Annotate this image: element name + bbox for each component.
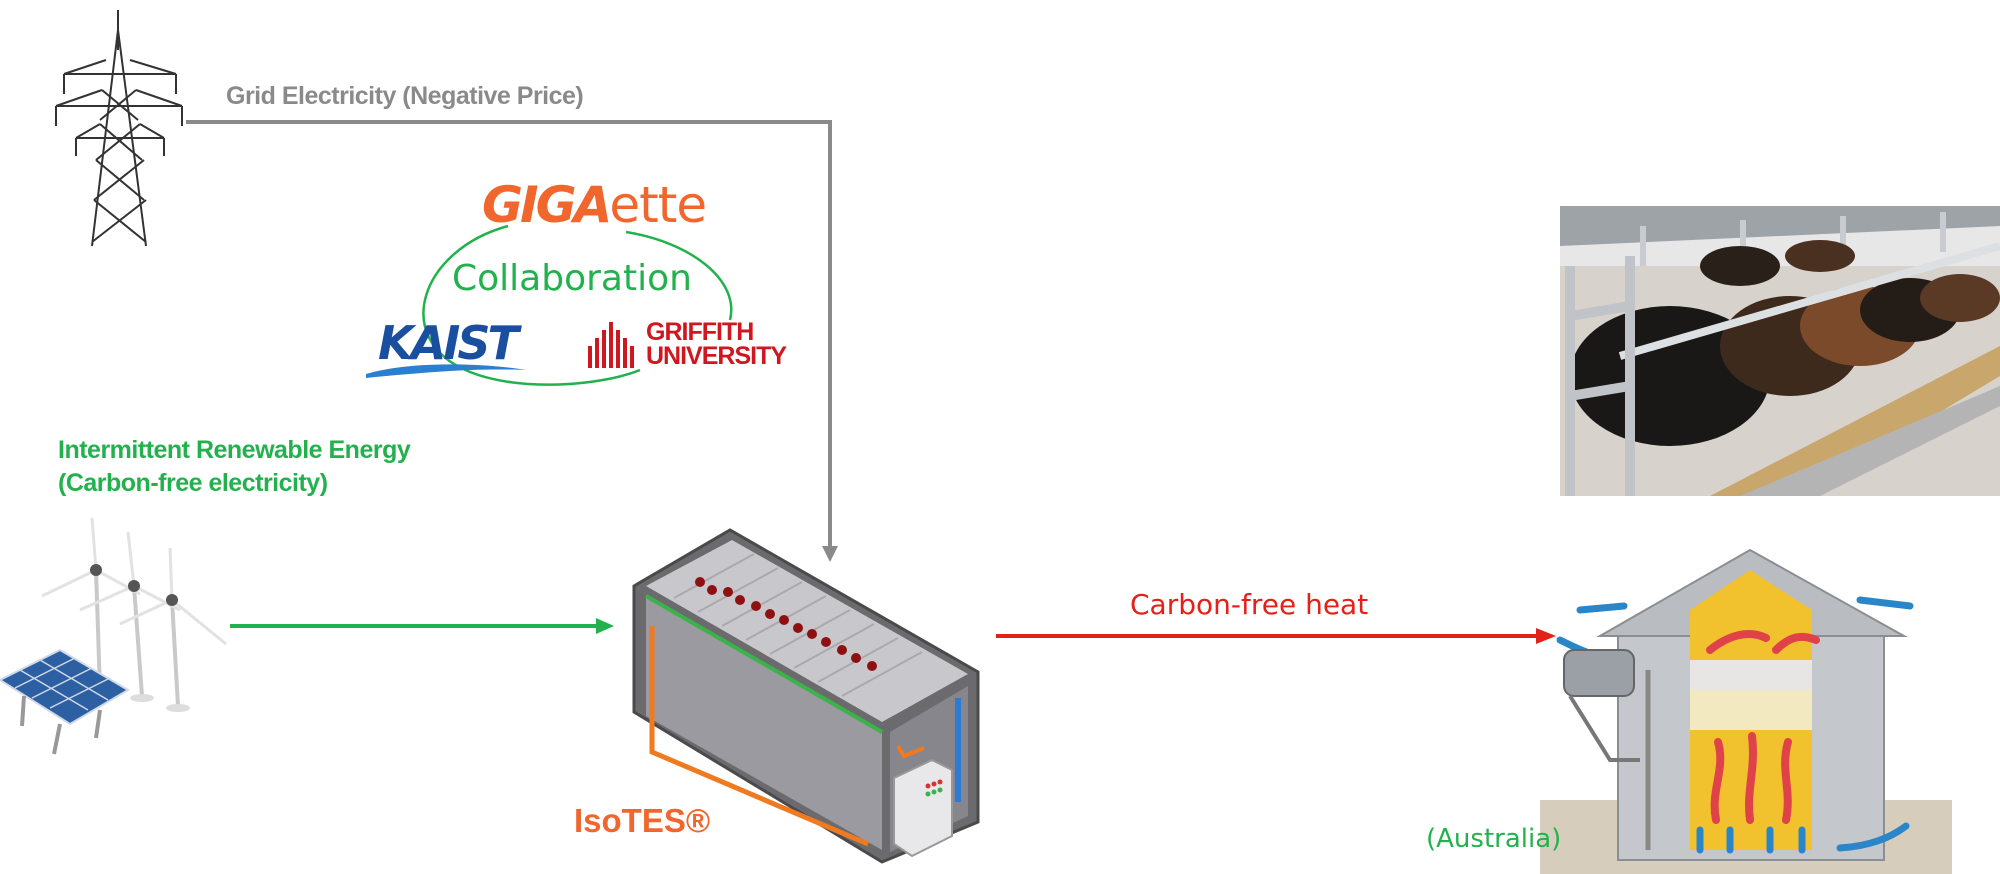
carbon-free-heat-label: Carbon-free heat bbox=[1130, 588, 1369, 621]
kaist-logo-text: KAIST bbox=[378, 316, 519, 370]
kaist-logo: KAIST bbox=[366, 316, 526, 382]
collaboration-label: Collaboration bbox=[452, 258, 692, 299]
isotes-label: IsoTES® bbox=[574, 802, 711, 839]
renewable-energy-line2: (Carbon-free electricity) bbox=[58, 469, 328, 497]
gigaette-logo-light: ette bbox=[609, 176, 707, 234]
wind-turbines-and-solar-image bbox=[0, 517, 227, 755]
transmission-tower-image bbox=[55, 10, 183, 247]
isotes-container-image bbox=[632, 528, 980, 864]
gigaette-logo: GIGAette bbox=[482, 176, 707, 234]
cattle-feedlot-photo bbox=[1560, 206, 2000, 496]
renewable-energy-label: Intermittent Renewable Energy (Carbon-fr… bbox=[58, 434, 411, 500]
griffith-logo-line1: GRIFFITH bbox=[646, 318, 754, 346]
kaist-wave-icon bbox=[366, 364, 526, 378]
griffith-logo-line2: UNIVERSITY bbox=[646, 342, 787, 370]
grid-electricity-label: Grid Electricity (Negative Price) bbox=[226, 82, 584, 110]
australia-label: (Australia) bbox=[1426, 824, 1562, 854]
gigaette-logo-bold: GIGA bbox=[482, 176, 612, 234]
renewable-energy-line1: Intermittent Renewable Energy bbox=[58, 436, 411, 464]
griffith-logo: GRIFFITH UNIVERSITY bbox=[586, 318, 787, 376]
grain-dryer-silo-image bbox=[1540, 548, 1952, 874]
griffith-crest-icon bbox=[588, 322, 634, 368]
